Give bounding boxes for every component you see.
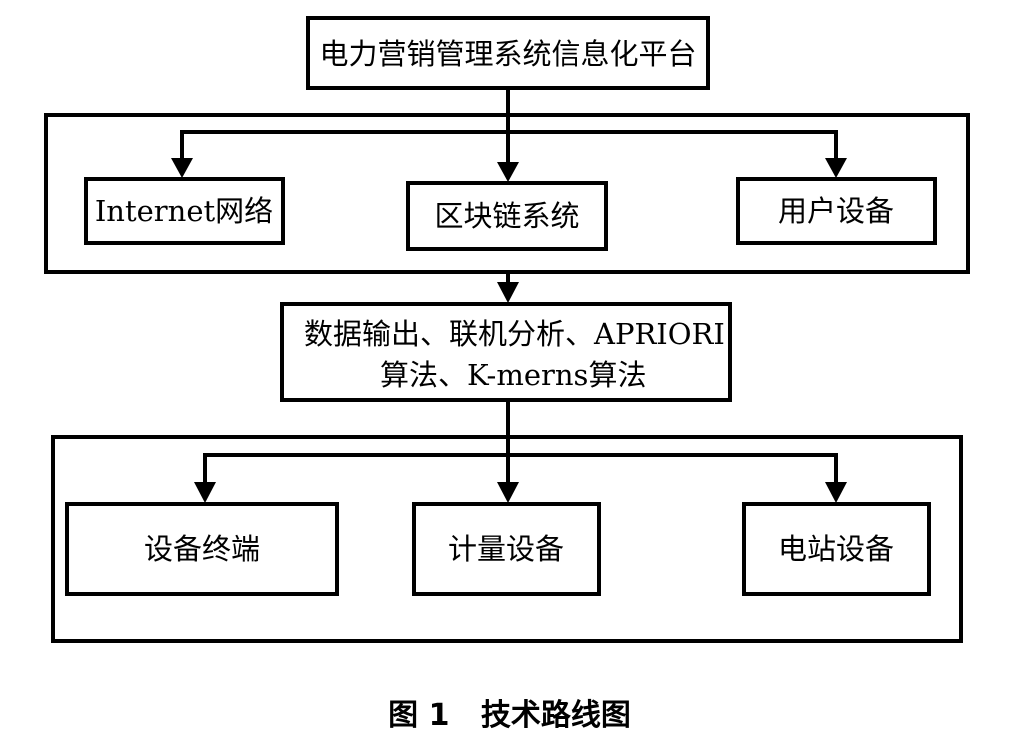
station-box bbox=[742, 502, 931, 596]
terminal-label: 设备终端 bbox=[144, 532, 260, 566]
user-device-label: 用户设备 bbox=[778, 194, 894, 228]
arrow-to-station bbox=[825, 482, 847, 503]
figure-caption: 图 1 技术路线图 bbox=[388, 698, 631, 733]
arrow-to-algorithms bbox=[497, 282, 519, 303]
arrow-to-metering bbox=[497, 482, 519, 503]
platform-box bbox=[306, 16, 710, 90]
technical-roadmap-diagram: 电力营销管理系统信息化平台 Internet网络 区块链系统 用户设备 数据输出… bbox=[44, 16, 970, 643]
arrow-to-terminal bbox=[194, 482, 216, 503]
terminal-box bbox=[65, 502, 339, 596]
connectors bbox=[180, 87, 838, 490]
arrow-to-internet bbox=[171, 158, 193, 178]
station-label: 电站设备 bbox=[778, 532, 894, 566]
arrow-to-blockchain bbox=[497, 162, 519, 182]
user-device-box bbox=[736, 177, 937, 245]
blockchain-label: 区块链系统 bbox=[434, 199, 579, 233]
metering-label: 计量设备 bbox=[448, 532, 564, 566]
internet-label: Internet网络 bbox=[95, 194, 273, 228]
internet-box bbox=[84, 177, 285, 245]
arrow-to-user-device bbox=[825, 158, 847, 178]
algorithms-box bbox=[280, 302, 732, 402]
algorithms-label-line2: 算法、K-merns算法 bbox=[380, 358, 646, 392]
arrow-heads bbox=[171, 158, 847, 503]
algorithms-label-line1: 数据输出、联机分析、APRIORI bbox=[304, 317, 725, 351]
metering-box bbox=[412, 502, 601, 596]
blockchain-box bbox=[406, 181, 608, 251]
platform-label: 电力营销管理系统信息化平台 bbox=[319, 37, 696, 71]
